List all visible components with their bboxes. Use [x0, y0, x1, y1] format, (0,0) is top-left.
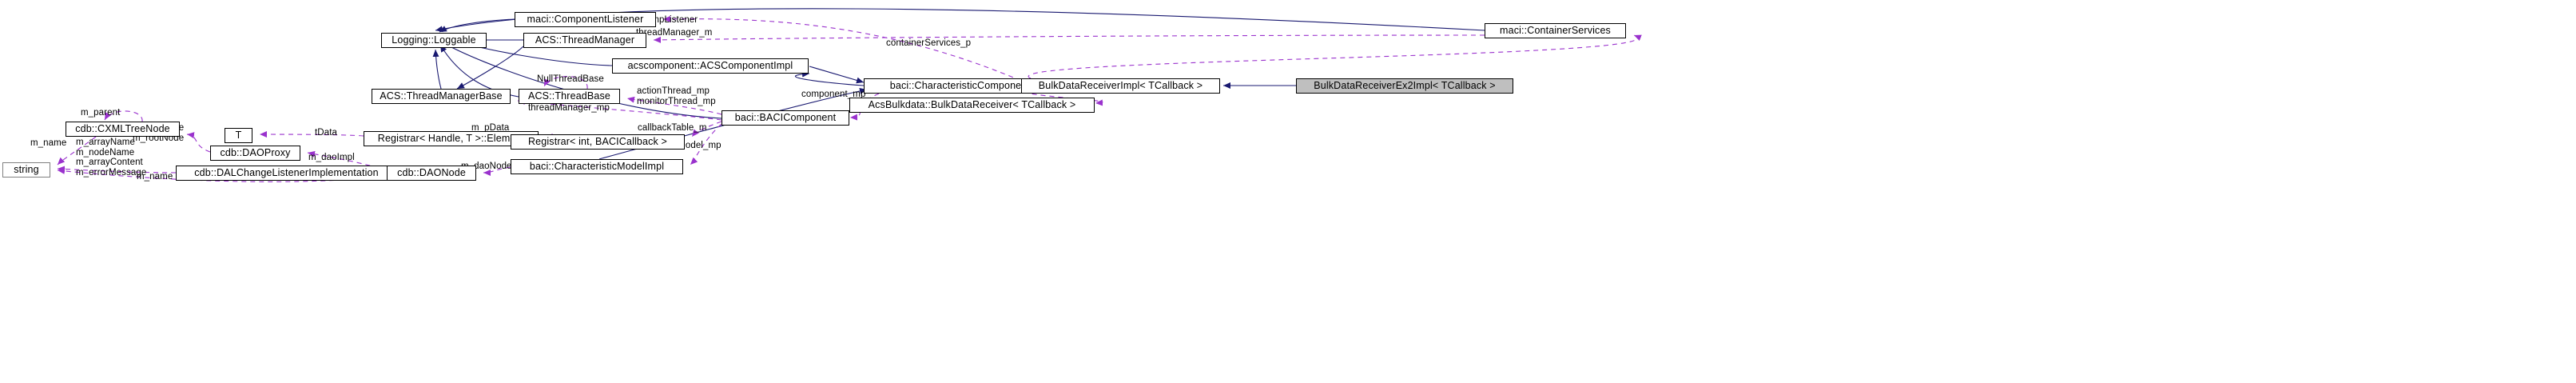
node-t[interactable]: T — [225, 128, 252, 143]
edge-label-callbacktable-m: callbackTable_m — [638, 123, 707, 133]
node-baci-bacicomponent[interactable]: baci::BACIComponent — [722, 110, 849, 126]
node-cdb-daonode[interactable]: cdb::DAONode — [387, 166, 476, 181]
edge-label-nullthreadbase: NullThreadBase — [537, 74, 604, 84]
edge-label-m-daoimpl: m_daoImpl — [308, 153, 355, 162]
node-acs-threadmanager[interactable]: ACS::ThreadManager — [523, 33, 646, 48]
node-cdb-daoproxy[interactable]: cdb::DAOProxy — [210, 146, 300, 161]
edge-label-m-name-cxmltreenode: m_name — [30, 138, 67, 148]
node-acs-threadbase[interactable]: ACS::ThreadBase — [519, 89, 620, 104]
node-baci-characteristicmodelimpl[interactable]: baci::CharacteristicModelImpl — [511, 159, 683, 174]
node-registrar-handle-t-element[interactable]: Registrar< Handle, T >::Element — [364, 131, 539, 146]
node-string[interactable]: string — [2, 162, 50, 178]
edge-label-threadmanager-m: threadManager_m — [636, 28, 713, 38]
edge-label-m-name-daonode: m_name — [137, 172, 173, 182]
node-logging-loggable[interactable]: Logging::Loggable — [381, 33, 487, 48]
node-acs-threadmanagerbase[interactable]: ACS::ThreadManagerBase — [372, 89, 511, 104]
node-bulkdatareceiverimpl[interactable]: BulkDataReceiverImpl< TCallback > — [1021, 78, 1220, 94]
node-registrar-int-bacicallback[interactable]: Registrar< int, BACICallback > — [511, 134, 685, 150]
edge-label-actionthread-mp: actionThread_mp monitorThread_mp — [637, 86, 716, 106]
edge-label-tdata: tData — [315, 128, 337, 138]
node-maci-containerservices[interactable]: maci::ContainerServices — [1485, 23, 1626, 38]
node-maci-componentlistener[interactable]: maci::ComponentListener — [515, 12, 656, 27]
node-bulkdatareceiverex2impl[interactable]: BulkDataReceiverEx2Impl< TCallback > — [1296, 78, 1513, 94]
edge-label-threadmanager-mp: threadManager_mp — [528, 103, 610, 113]
node-acscomponent-acscomponentimpl[interactable]: acscomponent::ACSComponentImpl — [612, 58, 809, 74]
node-cdb-dalchangelistenerimplementation[interactable]: cdb::DALChangeListenerImplementation — [176, 166, 397, 181]
node-acsbulkdata-bulkdatareceiver[interactable]: AcsBulkdata::BulkDataReceiver< TCallback… — [849, 98, 1095, 113]
node-cdb-cxmltreenode[interactable]: cdb::CXMLTreeNode — [66, 122, 180, 137]
edge-label-m-parent: m_parent — [81, 108, 121, 118]
edge-label-containerservices-p: containerServices_p — [886, 38, 972, 48]
